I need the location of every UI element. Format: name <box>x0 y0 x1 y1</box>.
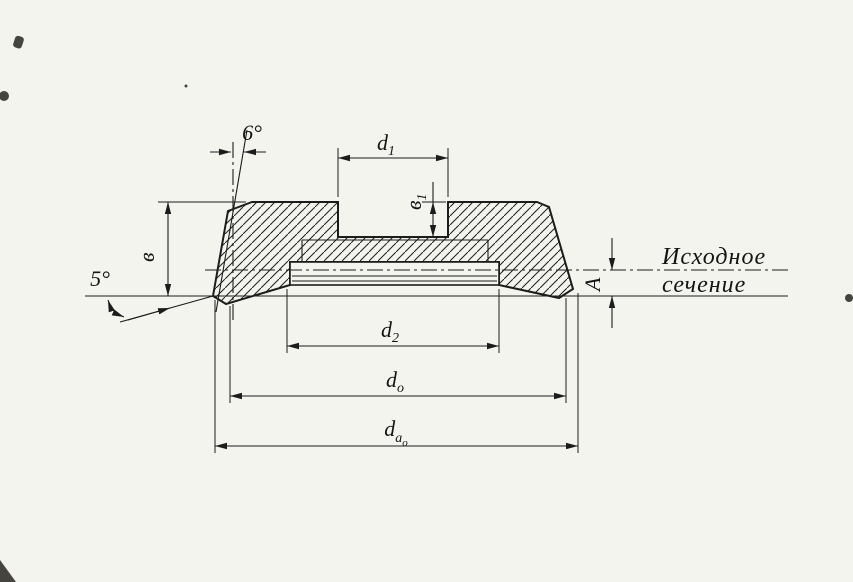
dimension-d1: d1 <box>337 130 449 197</box>
dimension-angle-top: 6° <box>210 120 266 322</box>
scan-artifacts <box>0 35 853 582</box>
dimension-a: A <box>580 238 616 328</box>
d2-label: d2 <box>381 317 399 346</box>
angle-top-label: 6° <box>242 120 262 145</box>
note-line-1: Исходное <box>661 244 766 270</box>
b1-label: в1 <box>401 193 430 210</box>
dimension-angle-left: 5° <box>90 266 214 323</box>
dimension-d2: d2 <box>286 289 500 353</box>
b-label: в <box>134 252 159 262</box>
part-section <box>211 201 575 306</box>
a-label: A <box>580 277 605 293</box>
band-step-lines <box>301 239 489 262</box>
dimension-b: в <box>134 201 246 296</box>
note-line-2: сечение <box>662 272 746 298</box>
dimension-b1: в1 <box>401 182 446 237</box>
d0-label: do <box>386 367 404 396</box>
dimension-da0: dao <box>214 293 579 453</box>
central-web <box>289 261 500 286</box>
rim-taper-line <box>215 129 248 313</box>
da0-label: dao <box>384 416 408 449</box>
initial-section-note: Исходное сечение <box>661 244 766 298</box>
angle-left-label: 5° <box>90 266 110 291</box>
d1-label: d1 <box>377 130 395 159</box>
hatched-body <box>211 201 575 306</box>
dimension-d0: do <box>229 298 567 403</box>
